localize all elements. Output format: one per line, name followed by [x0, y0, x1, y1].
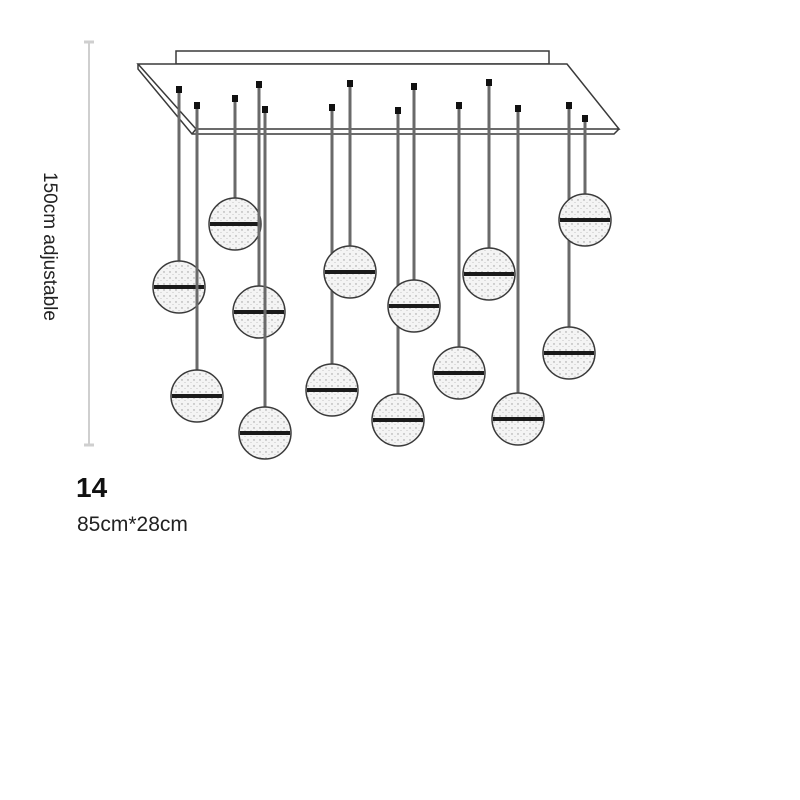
cord-cap — [486, 79, 492, 86]
globe-band — [560, 218, 610, 222]
cord-cap — [176, 86, 182, 93]
cord-cap — [566, 102, 572, 109]
height-adjustable-label: 150cm adjustable — [39, 172, 60, 321]
cord-cap — [515, 105, 521, 112]
globe-band — [493, 417, 543, 421]
pendant-light — [462, 79, 516, 301]
pendant-light — [387, 83, 441, 333]
globe-band — [240, 431, 290, 435]
pendant-light — [305, 104, 359, 417]
globe-band — [544, 351, 594, 355]
globe-band — [373, 418, 423, 422]
cord-cap — [347, 80, 353, 87]
globe-band — [325, 270, 375, 274]
cord-cap — [194, 102, 200, 109]
pendant-light — [238, 106, 292, 460]
cord-cap — [329, 104, 335, 111]
globe-band — [210, 222, 260, 226]
canopy-size: 85cm*28cm — [77, 513, 188, 536]
height-ruler — [84, 40, 94, 447]
cord-cap — [582, 115, 588, 122]
cord-cap — [456, 102, 462, 109]
canopy — [136, 50, 621, 135]
pendant-light — [170, 102, 224, 423]
globe-band — [307, 388, 357, 392]
cord-cap — [411, 83, 417, 90]
pendant-light — [371, 107, 425, 447]
pendant-light — [323, 80, 377, 299]
globe-band — [234, 310, 284, 314]
globe-band — [389, 304, 439, 308]
cord-cap — [256, 81, 262, 88]
pendant-light — [208, 95, 262, 251]
cord-cap — [395, 107, 401, 114]
pendant-light — [432, 102, 486, 400]
cord-cap — [262, 106, 268, 113]
pendant-light — [491, 105, 545, 446]
pendant-light — [232, 81, 286, 339]
pendant-light — [558, 115, 612, 247]
globe-band — [464, 272, 514, 276]
pendant-lights — [152, 79, 612, 460]
pendant-light — [152, 86, 206, 314]
globe-band — [172, 394, 222, 398]
cord-cap — [232, 95, 238, 102]
globe-band — [154, 285, 204, 289]
globe-band — [434, 371, 484, 375]
light-count: 14 — [76, 472, 108, 503]
